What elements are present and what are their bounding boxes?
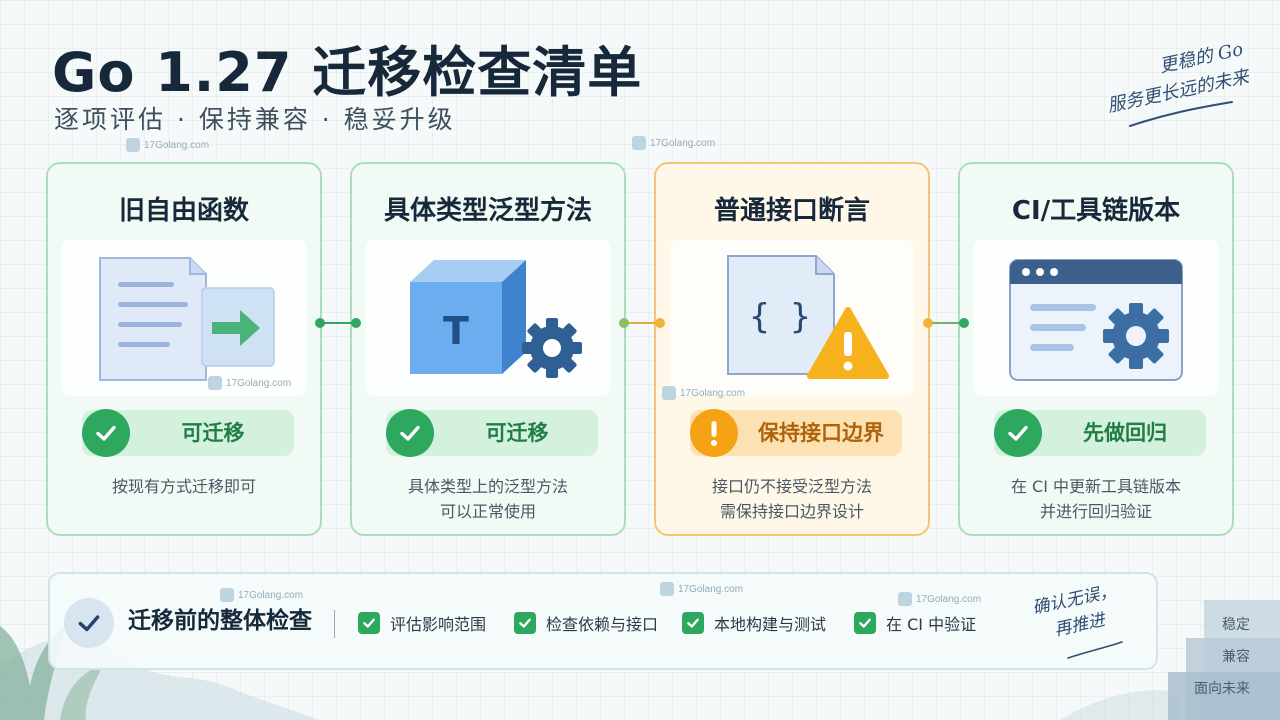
checkbox-icon[interactable] (358, 612, 380, 634)
checkbox-icon[interactable] (682, 612, 704, 634)
checkbox-icon[interactable] (854, 612, 876, 634)
gear-icon (1103, 303, 1169, 369)
checklist-item[interactable]: 评估影响范围 (358, 611, 486, 635)
check-circle-icon (82, 409, 130, 457)
interface-file-warning-icon: { } (727, 255, 889, 379)
status-label: 可迁移 (181, 421, 245, 445)
browser-window-gear-icon (1009, 259, 1183, 381)
card-illustration (62, 240, 306, 396)
connector-icon (619, 318, 665, 328)
checklist-item[interactable]: 在 CI 中验证 (854, 611, 976, 635)
overall-check-title: 迁移前的整体检查 (128, 608, 312, 634)
stair-step-label: 稳定 (1222, 617, 1250, 633)
status-pill: 先做回归 (994, 409, 1206, 457)
status-pill: 保持接口边界 (690, 409, 902, 457)
check-circle-icon (64, 598, 114, 648)
card-title: 普通接口断言 (713, 196, 870, 226)
card-title: CI/工具链版本 (1011, 196, 1181, 226)
watermark-logo-icon (220, 588, 234, 602)
checklist-item[interactable]: 本地构建与测试 (682, 611, 826, 635)
watermark: 17Golang.com (632, 136, 715, 150)
type-cube-gear-icon: T (410, 260, 582, 378)
watermark-logo-icon (632, 136, 646, 150)
connector-icon (923, 318, 969, 328)
watermark-logo-icon (898, 592, 912, 606)
warning-triangle-icon (807, 307, 889, 379)
status-label: 先做回归 (1083, 421, 1167, 445)
checklist-item[interactable]: 检查依赖与接口 (514, 611, 658, 635)
page-title: Go 1.27 迁移检查清单 (52, 41, 643, 104)
interface-braces: { } (749, 297, 810, 337)
watermark: 17Golang.com (662, 386, 745, 400)
card-ci-toolchain-version: CI/工具链版本 (958, 162, 1234, 536)
card-illustration: T (366, 240, 610, 396)
watermark: 17Golang.com (220, 588, 303, 602)
card-title: 具体类型泛型方法 (383, 196, 592, 226)
page-subtitle: 逐项评估 · 保持兼容 · 稳妥升级 (54, 105, 456, 134)
watermark-logo-icon (208, 376, 222, 390)
stairs-decoration-icon (1168, 600, 1280, 720)
gear-icon (522, 318, 582, 378)
card-description: 具体类型上的泛型方法 可以正常使用 (407, 477, 568, 521)
checkbox-icon[interactable] (514, 612, 536, 634)
watermark: 17Golang.com (660, 582, 743, 596)
watermark-logo-icon (660, 582, 674, 596)
connector-icon (315, 318, 361, 328)
status-label: 保持接口边界 (758, 421, 884, 445)
handwritten-underline-icon (1129, 101, 1233, 127)
watermark-logo-icon (662, 386, 676, 400)
document-arrow-icon (99, 257, 275, 381)
card-description: 在 CI 中更新工具链版本 并进行回归验证 (1010, 477, 1182, 521)
stair-step-label: 面向未来 (1194, 681, 1250, 697)
handwritten-underline-icon (1067, 641, 1123, 659)
check-circle-icon (994, 409, 1042, 457)
watermark-logo-icon (126, 138, 140, 152)
check-circle-icon (386, 409, 434, 457)
card-illustration (974, 240, 1218, 396)
divider (334, 610, 335, 638)
card-title: 旧自由函数 (118, 196, 249, 226)
status-label: 可迁移 (485, 421, 549, 445)
cube-letter: T (443, 309, 469, 353)
card-old-free-function: 旧自由函数 可迁移 按现有方式迁移即可 (46, 162, 322, 536)
watermark: 17Golang.com (126, 138, 209, 152)
card-description: 按现有方式迁移即可 (111, 477, 256, 496)
status-pill: 可迁移 (386, 409, 598, 457)
card-description: 接口仍不接受泛型方法 需保持接口边界设计 (711, 477, 872, 521)
card-interface-assertion: 普通接口断言 { } 保持接口边界 接口仍不接受泛型方法 需保持接口边界设计 (654, 162, 930, 536)
status-pill: 可迁移 (82, 409, 294, 457)
watermark: 17Golang.com (898, 592, 981, 606)
stair-step-label: 兼容 (1222, 649, 1250, 665)
watermark: 17Golang.com (208, 376, 291, 390)
card-concrete-type-generic-method: 具体类型泛型方法 T (350, 162, 626, 536)
exclamation-circle-icon (690, 409, 738, 457)
card-illustration: { } (670, 240, 914, 396)
overall-check-bar: 迁移前的整体检查 评估影响范围 检查依赖与接口 本地构建与测试 在 CI 中验证 (48, 572, 1158, 670)
